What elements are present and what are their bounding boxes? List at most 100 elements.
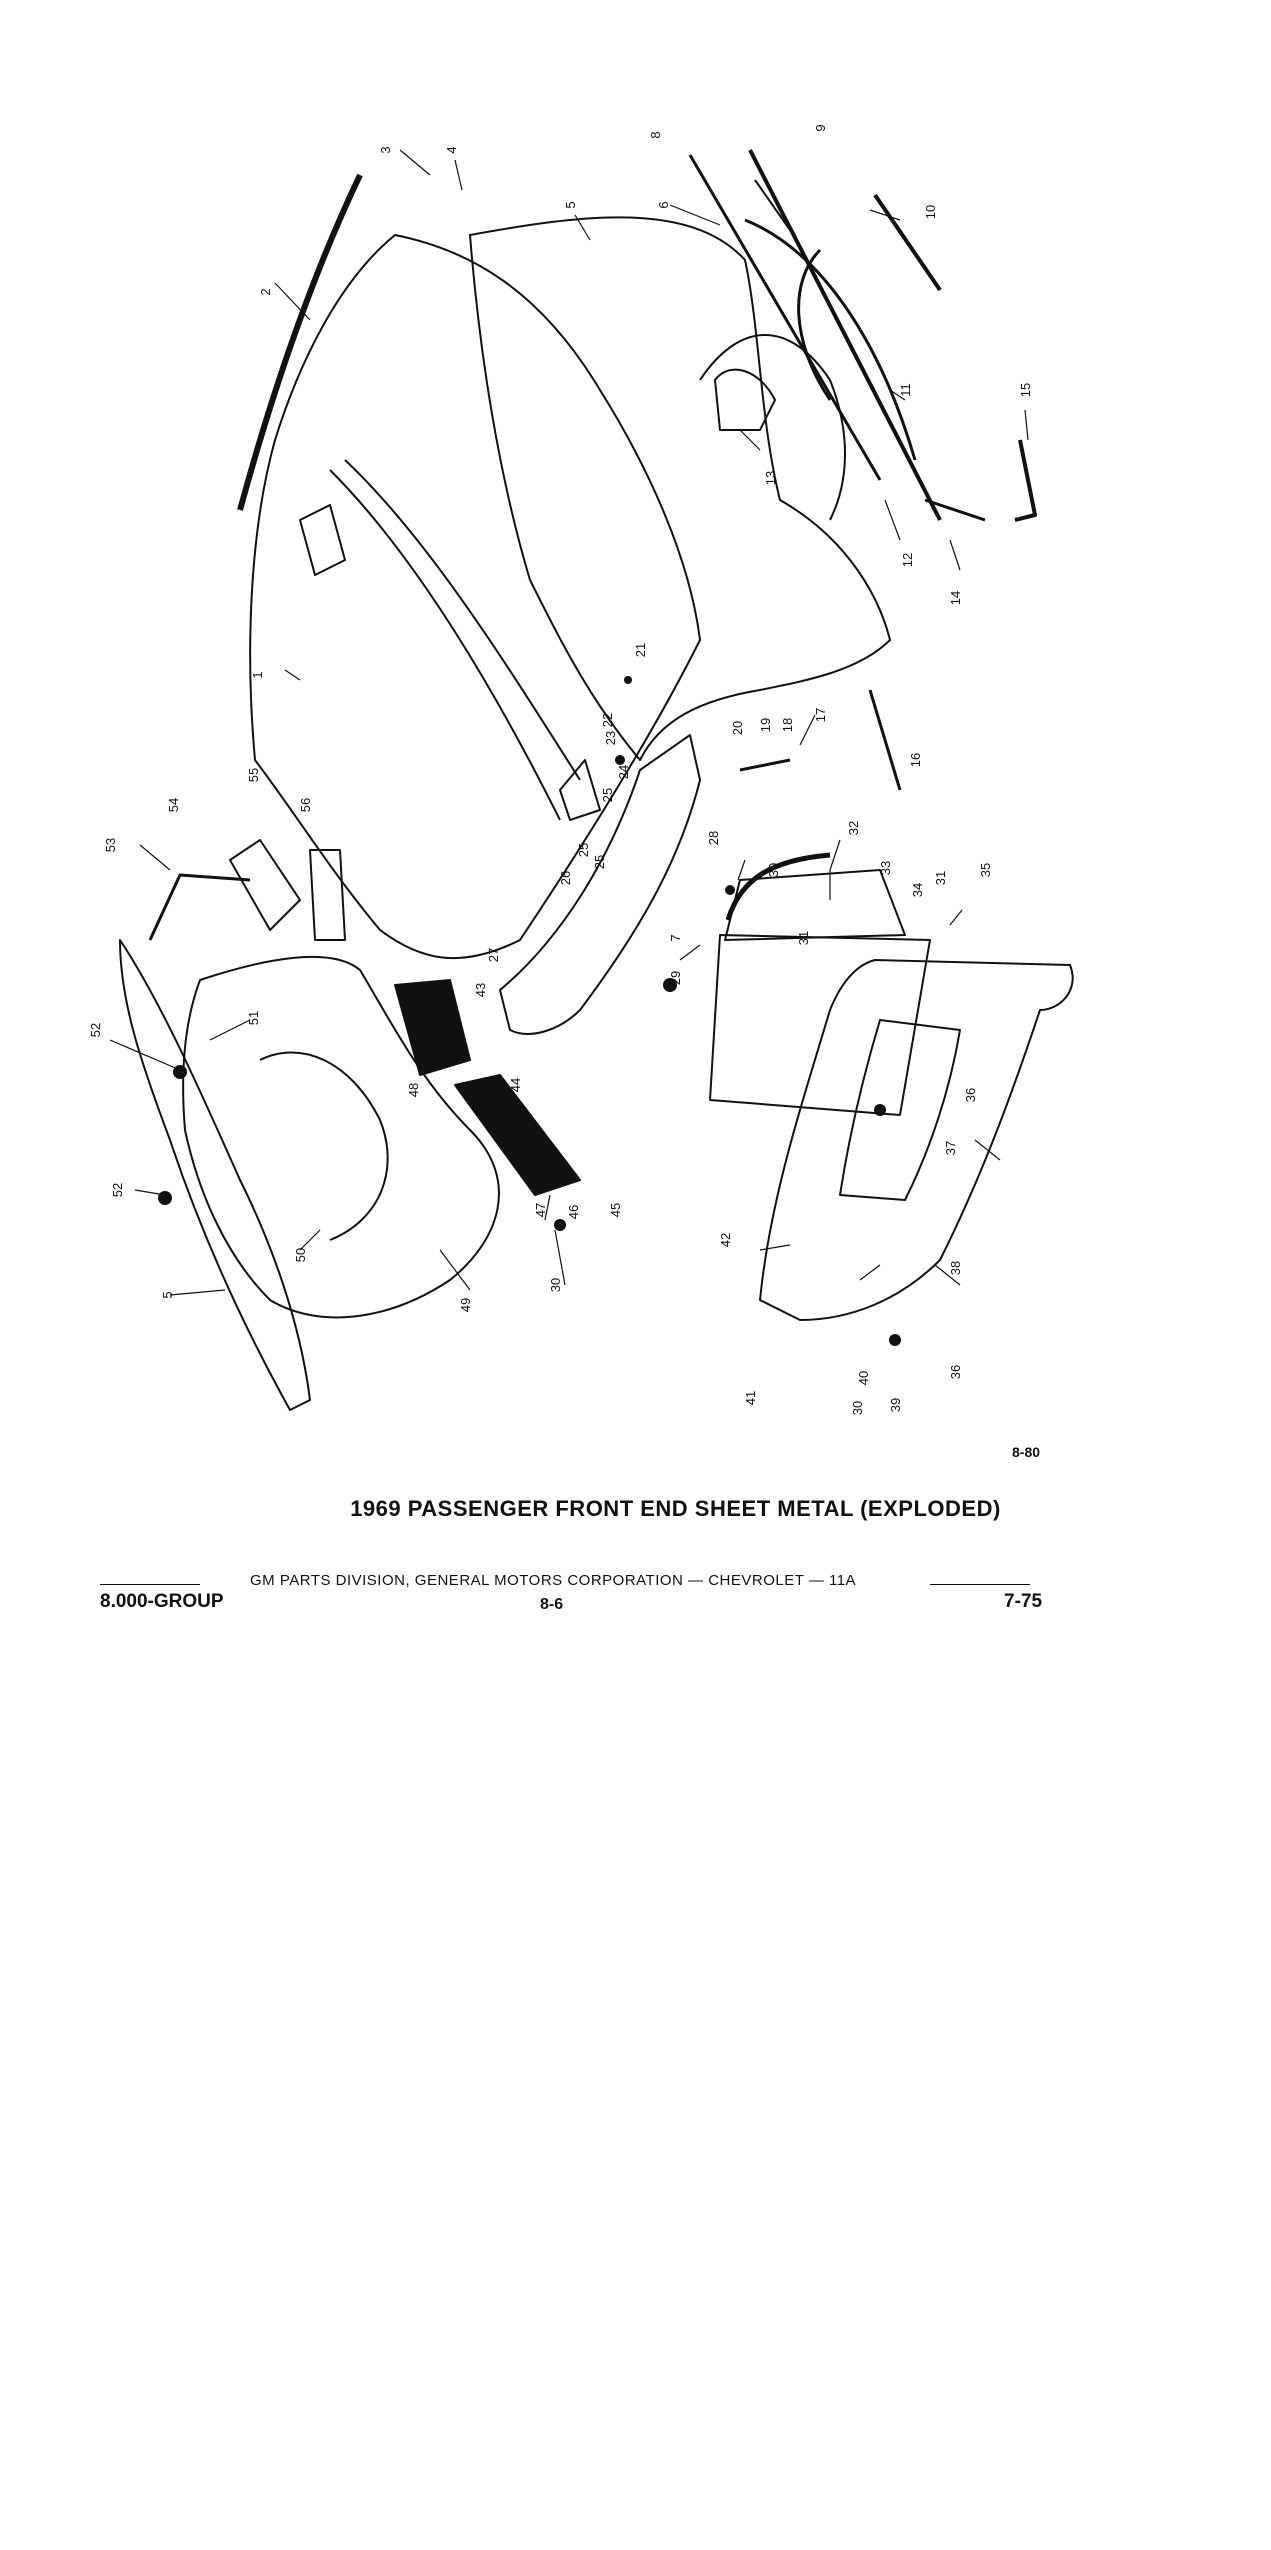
callout-30b: 30 [548, 1278, 563, 1292]
radiator-support-opening [839, 1019, 961, 1201]
front-fender [469, 216, 891, 761]
callout-17: 17 [813, 708, 828, 722]
radiator [709, 934, 931, 1116]
callout-47: 47 [533, 1203, 548, 1217]
fastener [554, 1219, 566, 1231]
fastener [615, 755, 625, 765]
molding-15 [1014, 439, 1037, 522]
hood-inner-ridge [329, 469, 561, 821]
callout-19: 19 [758, 718, 773, 732]
callout-26: 26 [558, 871, 573, 885]
fender-molding [748, 149, 942, 521]
fastener [624, 676, 632, 684]
hood-panel [249, 234, 701, 960]
latch-spring [739, 758, 791, 772]
callout-38: 38 [948, 1261, 963, 1275]
callout-4: 4 [444, 146, 459, 153]
hood-molding [237, 173, 363, 511]
callout-28: 28 [706, 831, 721, 845]
fastener [874, 1104, 886, 1116]
callout-30: 30 [766, 863, 781, 877]
callout-30c: 30 [850, 1401, 865, 1415]
callout-36b: 36 [948, 1365, 963, 1379]
callout-16: 16 [908, 753, 923, 767]
callout-52: 52 [88, 1023, 103, 1037]
callout-15: 15 [1018, 383, 1033, 397]
callout-12: 12 [900, 553, 915, 567]
exploded-parts-diagram: 1 2 3 4 5 5 6 7 8 9 10 11 12 13 14 15 16… [88, 124, 1074, 1415]
callout-39: 39 [888, 1398, 903, 1412]
callout-40: 40 [856, 1371, 871, 1385]
callout-10: 10 [923, 205, 938, 219]
seal-44 [454, 1074, 581, 1196]
fender-skirt [499, 734, 701, 1035]
callout-14: 14 [948, 591, 963, 605]
hinge-bracket [559, 759, 601, 821]
callout-25b: 25 [576, 843, 591, 857]
callout-20: 20 [730, 721, 745, 735]
wheelhouse [182, 955, 500, 1319]
callout-49: 49 [458, 1298, 473, 1312]
callout-11: 11 [898, 383, 913, 397]
footer-publisher: GM PARTS DIVISION, GENERAL MOTORS CORPOR… [250, 1572, 857, 1589]
callout-43: 43 [473, 983, 488, 997]
hinge-bracket-56 [309, 849, 346, 941]
callout-31b: 31 [933, 871, 948, 885]
callout-5: 5 [563, 201, 578, 208]
callout-1: 1 [250, 671, 265, 678]
wheel-opening [699, 334, 846, 521]
callout-53: 53 [103, 838, 118, 852]
hood-inner-ridge-2 [344, 459, 581, 781]
seal-43 [394, 979, 471, 1076]
callout-46: 46 [566, 1205, 581, 1219]
callout-31: 31 [796, 931, 811, 945]
callout-45: 45 [608, 1203, 623, 1217]
callout-29: 29 [668, 971, 683, 985]
footer-rule-left [100, 1584, 200, 1585]
callout-52b: 52 [110, 1183, 125, 1197]
callout-54: 54 [166, 798, 181, 812]
callout-32: 32 [846, 821, 861, 835]
callout-7: 7 [668, 934, 683, 941]
callout-18: 18 [780, 718, 795, 732]
hinge-spring [148, 873, 251, 941]
figure-number: 8-80 [1012, 1444, 1041, 1460]
fender-molding-2 [688, 154, 882, 481]
fastener [158, 1191, 172, 1205]
footer-date: 7-75 [1004, 1591, 1043, 1612]
footer-page-number: 8-6 [540, 1596, 564, 1613]
callout-25: 25 [600, 788, 615, 802]
callout-13: 13 [763, 471, 778, 485]
callout-23: 23 [603, 731, 618, 745]
fastener [725, 885, 735, 895]
wheel-opening-molding [797, 248, 832, 401]
figure-caption: 1969 PASSENGER FRONT END SHEET METAL (EX… [350, 1496, 1001, 1521]
callout-5b: 5 [160, 1291, 175, 1298]
callout-24: 24 [616, 765, 631, 779]
fender-trim [744, 218, 917, 461]
fastener [173, 1065, 187, 1079]
callout-50: 50 [293, 1248, 308, 1262]
callout-8: 8 [648, 131, 663, 138]
hood-hinge [229, 839, 301, 931]
callout-55: 55 [246, 768, 261, 782]
callout-34: 34 [910, 883, 925, 897]
emblem-13 [714, 368, 776, 431]
callout-2: 2 [258, 288, 273, 295]
fastener [889, 1334, 901, 1346]
radiator-support [759, 959, 1074, 1321]
callout-33: 33 [878, 861, 893, 875]
footer-rule-right [930, 1584, 1030, 1585]
callout-56: 56 [298, 798, 313, 812]
callout-21: 21 [633, 643, 648, 657]
callout-25c: 25 [592, 855, 607, 869]
callout-35: 35 [978, 863, 993, 877]
emblem-6 [754, 179, 791, 231]
callout-42: 42 [718, 1233, 733, 1247]
hood-vent [299, 504, 346, 576]
molding-10 [873, 193, 942, 292]
footer-group-number: 8.000-GROUP [100, 1591, 224, 1612]
callout-44: 44 [508, 1078, 523, 1092]
callout-27: 27 [486, 948, 501, 962]
callout-3: 3 [378, 146, 393, 153]
